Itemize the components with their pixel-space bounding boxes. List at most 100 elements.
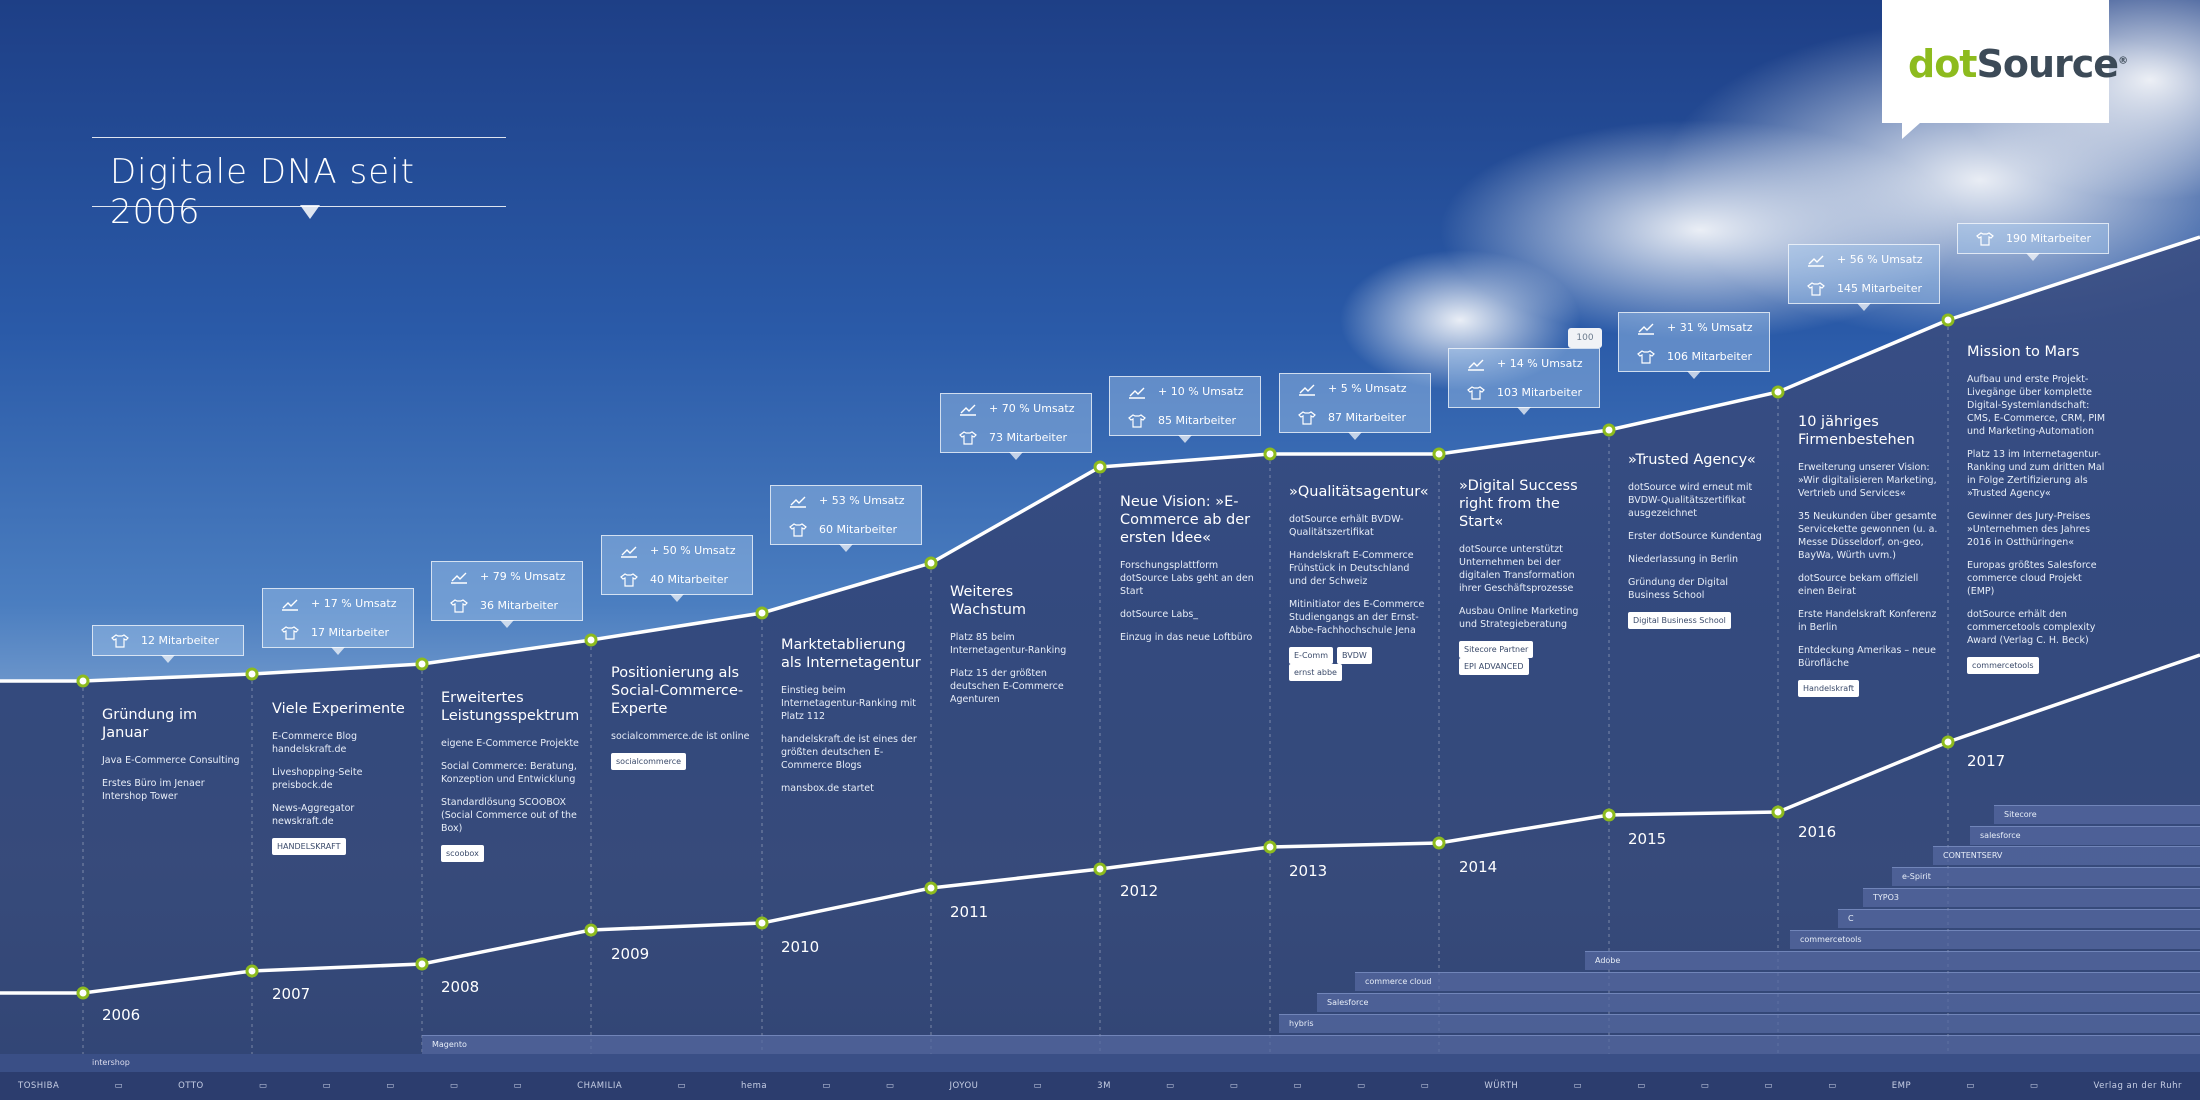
technology-band: C xyxy=(1838,909,2200,928)
revenue-label: + 53 % Umsatz xyxy=(819,494,905,507)
technology-band: e-Spirit xyxy=(1892,867,2200,886)
column-item: Gewinner des Jury-Preises »Unternehmen d… xyxy=(1967,511,2091,548)
column-logos: commercetools xyxy=(1967,657,2107,674)
revenue-label: + 70 % Umsatz xyxy=(989,402,1075,415)
page-title: Digitale DNA seit 2006 xyxy=(110,152,415,232)
employees-label: 60 Mitarbeiter xyxy=(819,523,898,536)
technology-band: Salesforce xyxy=(1317,993,2200,1012)
technology-band: salesforce xyxy=(1970,826,2200,845)
column-item: dotSource Labs_ xyxy=(1120,609,1199,620)
revenue-row: + 56 % Umsatz xyxy=(1789,245,1939,274)
year-column: »Digital Success right from the Start«do… xyxy=(1459,477,1599,675)
revenue-label: + 31 % Umsatz xyxy=(1667,321,1753,334)
shirt-icon xyxy=(959,430,977,445)
chart-icon xyxy=(451,572,467,584)
chart-icon xyxy=(282,599,298,611)
shirt-icon xyxy=(281,625,299,640)
column-item: dotSource wird erneut mit BVDW-Qualitäts… xyxy=(1628,482,1753,519)
partner-logo: Sitecore Partner xyxy=(1459,641,1534,658)
shirt-icon xyxy=(1976,231,1994,246)
column-item: dotSource erhält BVDW-Qualitätszertifika… xyxy=(1289,514,1404,538)
column-item: Niederlassung in Berlin xyxy=(1628,554,1739,565)
client-logo: ▭ xyxy=(322,1081,332,1091)
year-label: 2011 xyxy=(950,903,989,921)
revenue-label: + 56 % Umsatz xyxy=(1837,253,1923,266)
column-title: 10 jähriges Firmenbestehen xyxy=(1798,414,1915,448)
column-title: »Qualitätsagentur« xyxy=(1289,484,1429,500)
column-item: Forschungsplattform dotSource Labs geht … xyxy=(1120,560,1254,597)
partner-logo: E-Comm xyxy=(1289,647,1334,664)
client-logo: ▭ xyxy=(1966,1081,1975,1091)
stat-notch xyxy=(1517,407,1531,415)
shirt-icon xyxy=(1298,410,1316,425)
revenue-row: + 10 % Umsatz xyxy=(1110,377,1260,406)
chart-icon xyxy=(960,404,976,416)
employees-label: 40 Mitarbeiter xyxy=(650,573,729,586)
partner-logo: socialcommerce xyxy=(611,753,687,770)
employees-row: 85 Mitarbeiter xyxy=(1110,406,1260,435)
shirt-icon xyxy=(1467,385,1485,400)
employees-row: 60 Mitarbeiter xyxy=(771,515,921,544)
stat-notch xyxy=(839,544,853,552)
employees-label: 103 Mitarbeiter xyxy=(1497,386,1583,399)
partner-logo: ernst abbe xyxy=(1289,664,1342,681)
client-logo: 3M xyxy=(1097,1081,1111,1091)
column-logos: Handelskraft xyxy=(1798,680,1938,697)
shirt-icon xyxy=(450,598,468,613)
employees-row: 40 Mitarbeiter xyxy=(602,565,752,594)
chart-icon xyxy=(1468,359,1484,371)
employees-row: 73 Mitarbeiter xyxy=(941,423,1091,452)
title-notch xyxy=(300,205,320,219)
stat-box: 190 Mitarbeiter xyxy=(1957,223,2109,261)
year-column: Positionierung als Social-Commerce-Exper… xyxy=(611,664,751,770)
partner-logo: scoobox xyxy=(441,845,484,862)
column-item: Erweiterung unserer Vision: »Wir digital… xyxy=(1798,462,1937,499)
column-item: Java E-Commerce Consulting xyxy=(102,755,240,766)
column-item: handelskraft.de ist eines der größten de… xyxy=(781,734,917,771)
column-title: Neue Vision: »E-Commerce ab der ersten I… xyxy=(1120,494,1251,546)
column-item: News-Aggregator newskraft.de xyxy=(272,803,355,827)
column-item: Liveshopping-Seite preisbock.de xyxy=(272,767,363,791)
stat-notch xyxy=(161,655,175,663)
column-item: socialcommerce.de ist online xyxy=(611,731,750,742)
logo-notch xyxy=(1902,123,1920,139)
growth-line-upper xyxy=(0,235,2200,683)
technology-band: hybris xyxy=(1279,1014,2200,1033)
column-item: Aufbau und erste Projekt-Livegänge über … xyxy=(1967,374,2106,437)
chart-icon xyxy=(1299,384,1315,396)
client-logo: ▭ xyxy=(1033,1081,1043,1091)
client-logo: ▭ xyxy=(1700,1081,1710,1091)
growth-line-lower xyxy=(0,653,2200,995)
technology-band: CONTENTSERV xyxy=(1933,846,2200,865)
logo-part-dot: dot xyxy=(1908,42,1977,86)
partner-logo: Handelskraft xyxy=(1798,680,1860,697)
client-logo: ▭ xyxy=(1764,1081,1773,1091)
employees-label: 17 Mitarbeiter xyxy=(311,626,390,639)
employees-row: 190 Mitarbeiter xyxy=(1958,224,2108,253)
year-label: 2009 xyxy=(611,945,650,963)
partner-logo: HANDELSKRAFT xyxy=(272,838,346,855)
employees-label: 190 Mitarbeiter xyxy=(2006,232,2092,245)
shirt-icon xyxy=(1128,413,1146,428)
column-item: Platz 15 der größten deutschen E-Commerc… xyxy=(950,668,1064,705)
shirt-icon xyxy=(1807,281,1825,296)
column-item: E-Commerce Blog handelskraft.de xyxy=(272,731,358,755)
column-item: Gründung der Digital Business School xyxy=(1628,577,1729,601)
stat-box: 12 Mitarbeiter xyxy=(92,625,244,663)
column-title: Positionierung als Social-Commerce-Exper… xyxy=(611,665,744,717)
client-logo: ▭ xyxy=(386,1081,395,1091)
stat-box: + 10 % Umsatz 85 Mitarbeiter xyxy=(1109,376,1261,443)
revenue-label: + 10 % Umsatz xyxy=(1158,385,1244,398)
revenue-row: + 14 % Umsatz xyxy=(1449,349,1599,378)
client-logo: ▭ xyxy=(258,1081,268,1091)
revenue-row: + 53 % Umsatz xyxy=(771,486,921,515)
client-logo: ▭ xyxy=(449,1081,459,1091)
client-logo: EMP xyxy=(1891,1081,1912,1091)
